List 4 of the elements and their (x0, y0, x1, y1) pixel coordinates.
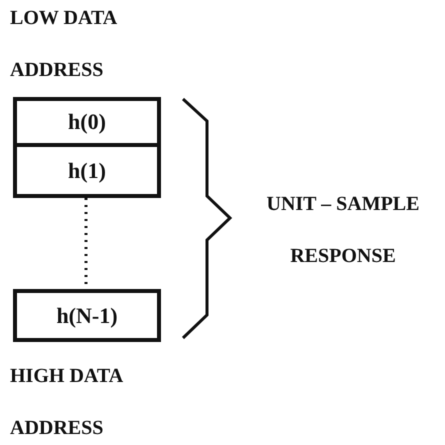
address-label: LOW DATA ADDRESS (10, 6, 118, 83)
bracket-label: UNIT – SAMPLE RESPONSE (266, 192, 420, 269)
address-label: HIGH DATA ADDRESS (10, 364, 124, 441)
memory-cell: h(N-1) (13, 289, 161, 342)
